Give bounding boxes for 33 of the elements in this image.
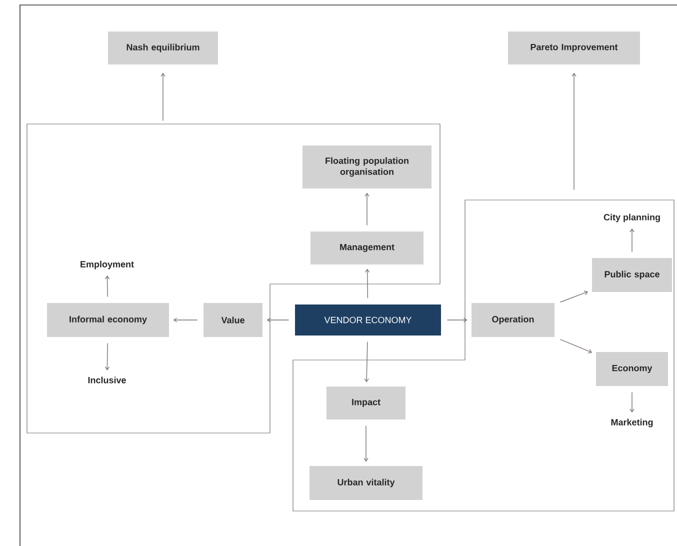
concept-box: Pareto Improvement	[508, 32, 640, 64]
arrow	[364, 192, 370, 226]
concept-box: Economy	[596, 352, 668, 386]
concept-box: Impact	[326, 386, 406, 420]
concept-label: Inclusive	[88, 376, 126, 384]
concept-box: Nash equilibrium	[108, 32, 218, 64]
concept-box: Urban vitality	[310, 466, 422, 500]
arrow	[446, 318, 468, 322]
arrow	[266, 318, 290, 322]
region-outline	[26, 124, 440, 434]
concept-label: City planning	[604, 214, 660, 222]
arrow	[572, 72, 576, 190]
arrow	[104, 342, 110, 370]
arrow	[364, 268, 370, 299]
concept-box: Informal economy	[47, 303, 169, 337]
arrow	[630, 228, 634, 252]
concept-box: Floating population organisation	[302, 146, 432, 188]
arrow	[630, 392, 634, 413]
arrow	[104, 275, 110, 298]
concept-box: Operation	[472, 303, 554, 337]
concept-box: Public space	[592, 258, 672, 292]
concept-label: Employment	[80, 260, 134, 270]
arrow	[560, 339, 592, 354]
arrow	[364, 341, 369, 382]
concept-box: Management	[310, 232, 424, 264]
arrow	[173, 318, 198, 322]
arrow	[364, 425, 368, 462]
concept-box: Value	[204, 303, 262, 337]
central-box: VENDOR ECONOMY	[295, 304, 441, 336]
concept-label: Marketing	[611, 418, 653, 428]
arrow	[560, 290, 588, 302]
region-outline	[292, 200, 674, 512]
arrow	[160, 72, 166, 122]
